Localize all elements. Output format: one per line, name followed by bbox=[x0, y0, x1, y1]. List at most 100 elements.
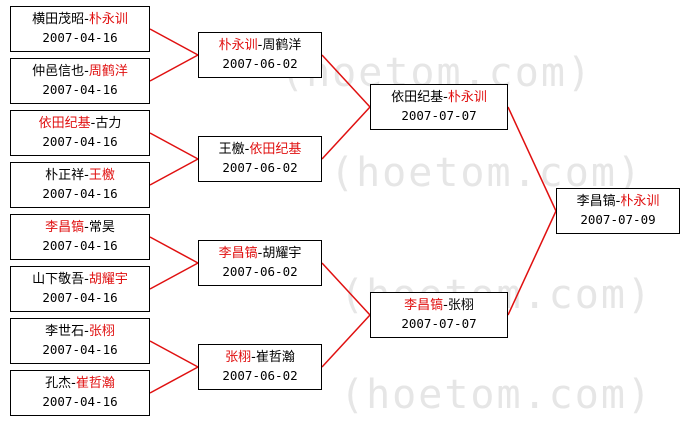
match-players: 王檄-依田纪基 bbox=[219, 141, 302, 159]
winner-name: 崔哲瀚 bbox=[75, 376, 115, 391]
match-date: 2007-04-16 bbox=[42, 342, 118, 357]
connector-line bbox=[321, 262, 371, 316]
player-name: 崔哲瀚 bbox=[255, 350, 295, 365]
winner-name: 依田纪基 bbox=[249, 142, 302, 157]
match-players: 横田茂昭-朴永训 bbox=[32, 11, 128, 29]
player-name: 朴正祥 bbox=[45, 168, 85, 183]
match-players: 李世石-张栩 bbox=[45, 323, 115, 341]
match-players: 李昌镐-朴永训 bbox=[577, 193, 660, 211]
name-separator: - bbox=[84, 220, 89, 235]
player-name: 仲邑信也 bbox=[32, 64, 85, 79]
winner-name: 周鹤洋 bbox=[88, 64, 128, 79]
connector-line bbox=[149, 158, 199, 186]
connector-line bbox=[149, 236, 199, 264]
player-name: 胡耀宇 bbox=[262, 246, 302, 261]
name-separator: - bbox=[84, 168, 89, 183]
match-date: 2007-04-16 bbox=[42, 30, 118, 45]
name-separator: - bbox=[84, 272, 89, 287]
player-name: 李昌镐 bbox=[576, 194, 616, 209]
winner-name: 张栩 bbox=[225, 350, 252, 365]
name-separator: - bbox=[443, 90, 448, 105]
connector-line bbox=[321, 314, 371, 368]
match-players: 朴永训-周鹤洋 bbox=[219, 37, 302, 55]
winner-name: 李昌镐 bbox=[218, 246, 258, 261]
connector-line bbox=[507, 106, 557, 212]
match-box-round3-2: 李昌镐-张栩 2007-07-07 bbox=[370, 292, 508, 338]
match-players: 仲邑信也-周鹤洋 bbox=[32, 63, 128, 81]
connector-line bbox=[149, 54, 199, 82]
player-name: 常昊 bbox=[88, 220, 115, 235]
name-separator: - bbox=[244, 142, 250, 157]
match-date: 2007-06-02 bbox=[222, 56, 298, 71]
match-date: 2007-06-02 bbox=[222, 264, 298, 279]
name-separator: - bbox=[84, 64, 89, 79]
match-players: 依田纪基-朴永训 bbox=[391, 89, 487, 107]
player-name: 古力 bbox=[95, 116, 122, 131]
match-players: 山下敬吾-胡耀宇 bbox=[32, 271, 128, 289]
match-players: 李昌镐-胡耀宇 bbox=[219, 245, 302, 263]
player-name: 孔杰 bbox=[45, 376, 72, 391]
winner-name: 张栩 bbox=[88, 324, 115, 339]
connector-line bbox=[507, 210, 557, 316]
name-separator: - bbox=[84, 12, 89, 27]
winner-name: 朴永训 bbox=[218, 38, 258, 53]
winner-name: 朴永训 bbox=[88, 12, 128, 27]
winner-name: 李昌镐 bbox=[404, 298, 444, 313]
connector-line bbox=[321, 106, 371, 160]
match-date: 2007-04-16 bbox=[42, 134, 118, 149]
winner-name: 王檄 bbox=[88, 168, 115, 183]
player-name: 王檄 bbox=[218, 142, 245, 157]
connector-line bbox=[149, 366, 199, 394]
player-name: 依田纪基 bbox=[391, 90, 444, 105]
player-name: 横田茂昭 bbox=[32, 12, 85, 27]
connector-line bbox=[149, 132, 199, 160]
match-players: 李昌镐-常昊 bbox=[45, 219, 115, 237]
winner-name: 依田纪基 bbox=[38, 116, 91, 131]
winner-name: 胡耀宇 bbox=[88, 272, 128, 287]
connector-line bbox=[321, 54, 371, 108]
player-name: 山下敬吾 bbox=[32, 272, 85, 287]
match-players: 孔杰-崔哲瀚 bbox=[45, 375, 115, 393]
match-date: 2007-06-02 bbox=[222, 160, 298, 175]
name-separator: - bbox=[443, 298, 448, 313]
player-name: 张栩 bbox=[447, 298, 474, 313]
winner-name: 朴永训 bbox=[620, 194, 660, 209]
match-date: 2007-07-07 bbox=[401, 108, 477, 123]
match-date: 2007-04-16 bbox=[42, 238, 118, 253]
match-date: 2007-06-02 bbox=[222, 368, 298, 383]
name-separator: - bbox=[84, 324, 89, 339]
name-separator: - bbox=[257, 246, 263, 261]
connector-line bbox=[149, 262, 199, 290]
match-date: 2007-04-16 bbox=[42, 394, 118, 409]
winner-name: 朴永训 bbox=[447, 90, 487, 105]
name-separator: - bbox=[251, 350, 256, 365]
connector-line bbox=[149, 28, 199, 56]
name-separator: - bbox=[257, 38, 263, 53]
match-date: 2007-07-07 bbox=[401, 316, 477, 331]
player-name: 李世石 bbox=[45, 324, 85, 339]
name-separator: - bbox=[71, 376, 76, 391]
match-date: 2007-04-16 bbox=[42, 290, 118, 305]
match-players: 朴正祥-王檄 bbox=[45, 167, 115, 185]
match-players: 依田纪基-古力 bbox=[39, 115, 122, 133]
winner-name: 李昌镐 bbox=[45, 220, 85, 235]
name-separator: - bbox=[615, 194, 621, 209]
connector-line bbox=[149, 340, 199, 368]
match-players: 张栩-崔哲瀚 bbox=[225, 349, 295, 367]
match-date: 2007-04-16 bbox=[42, 82, 118, 97]
